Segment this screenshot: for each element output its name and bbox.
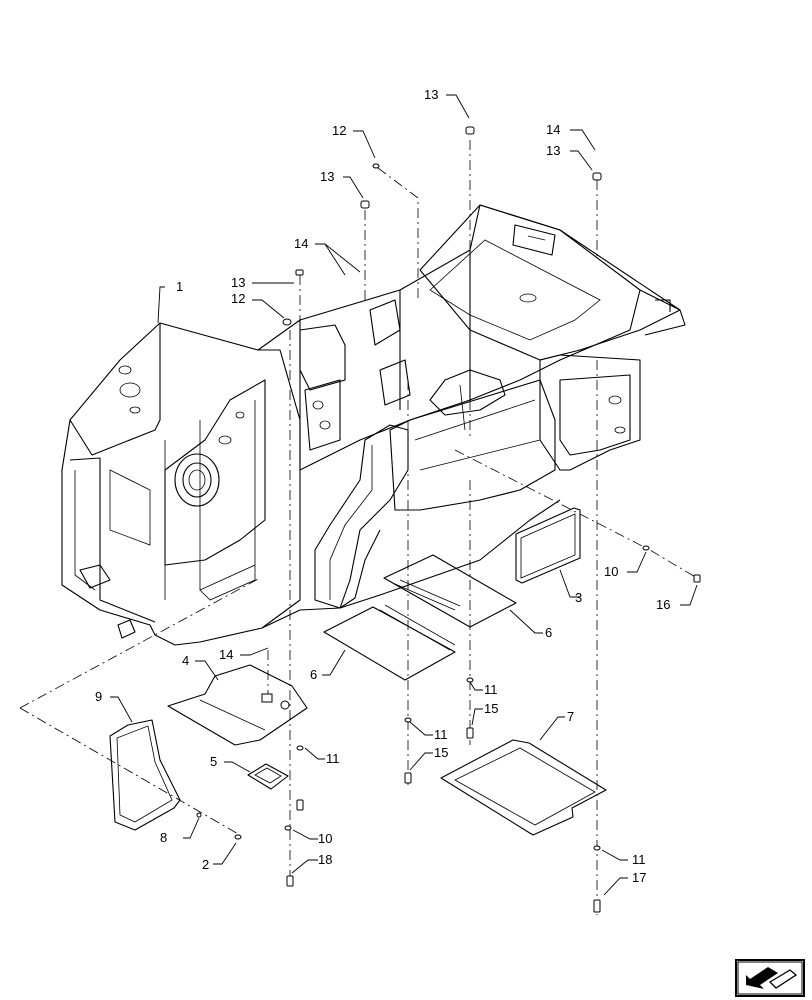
label-14-mid: 14: [294, 236, 308, 251]
label-10-lower: 10: [318, 831, 332, 846]
part-9-side-panel: [109, 719, 181, 831]
label-14-lower: 14: [219, 647, 233, 662]
part-7-floor-plate: [440, 739, 607, 836]
label-11-b: 11: [434, 727, 448, 742]
hardware-items: [196, 126, 701, 913]
part-4-bottom-plate: [167, 664, 308, 746]
label-4: 4: [182, 653, 189, 668]
label-15-b: 15: [434, 745, 448, 760]
label-16: 16: [656, 597, 670, 612]
label-18: 18: [318, 852, 332, 867]
label-11-d: 11: [632, 852, 646, 867]
label-12-top: 12: [332, 123, 346, 138]
label-9: 9: [95, 689, 102, 704]
arrow-nav-icon[interactable]: [735, 959, 805, 997]
leader-lines: [110, 94, 698, 896]
label-11-c: 11: [326, 751, 340, 766]
label-13-left: 13: [231, 275, 245, 290]
label-15-a: 15: [484, 701, 498, 716]
label-1: 1: [176, 279, 183, 294]
part-6-floor-plate-lower: [323, 604, 456, 681]
label-17: 17: [632, 870, 646, 885]
label-8: 8: [160, 830, 167, 845]
label-3: 3: [575, 590, 582, 605]
label-13-mid: 13: [320, 169, 334, 184]
label-6-lower: 6: [310, 667, 317, 682]
label-14-right: 14: [546, 122, 560, 137]
label-13-right: 13: [546, 143, 560, 158]
part-6-floor-plate-upper: [383, 554, 517, 628]
main-frame: [61, 204, 686, 646]
part-3-cover-plate: [515, 507, 581, 584]
label-6-upper: 6: [545, 625, 552, 640]
label-10-right: 10: [604, 564, 618, 579]
callout-labels: 1 2 3 4 5 6 6 7 8 9 10 10 11 11 11 11 12…: [95, 87, 670, 885]
label-13-top: 13: [424, 87, 438, 102]
label-11-a: 11: [484, 682, 498, 697]
label-12-mid: 12: [231, 291, 245, 306]
label-5: 5: [210, 754, 217, 769]
label-2: 2: [202, 857, 209, 872]
part-5-small-cover: [247, 763, 289, 790]
label-7: 7: [567, 709, 574, 724]
